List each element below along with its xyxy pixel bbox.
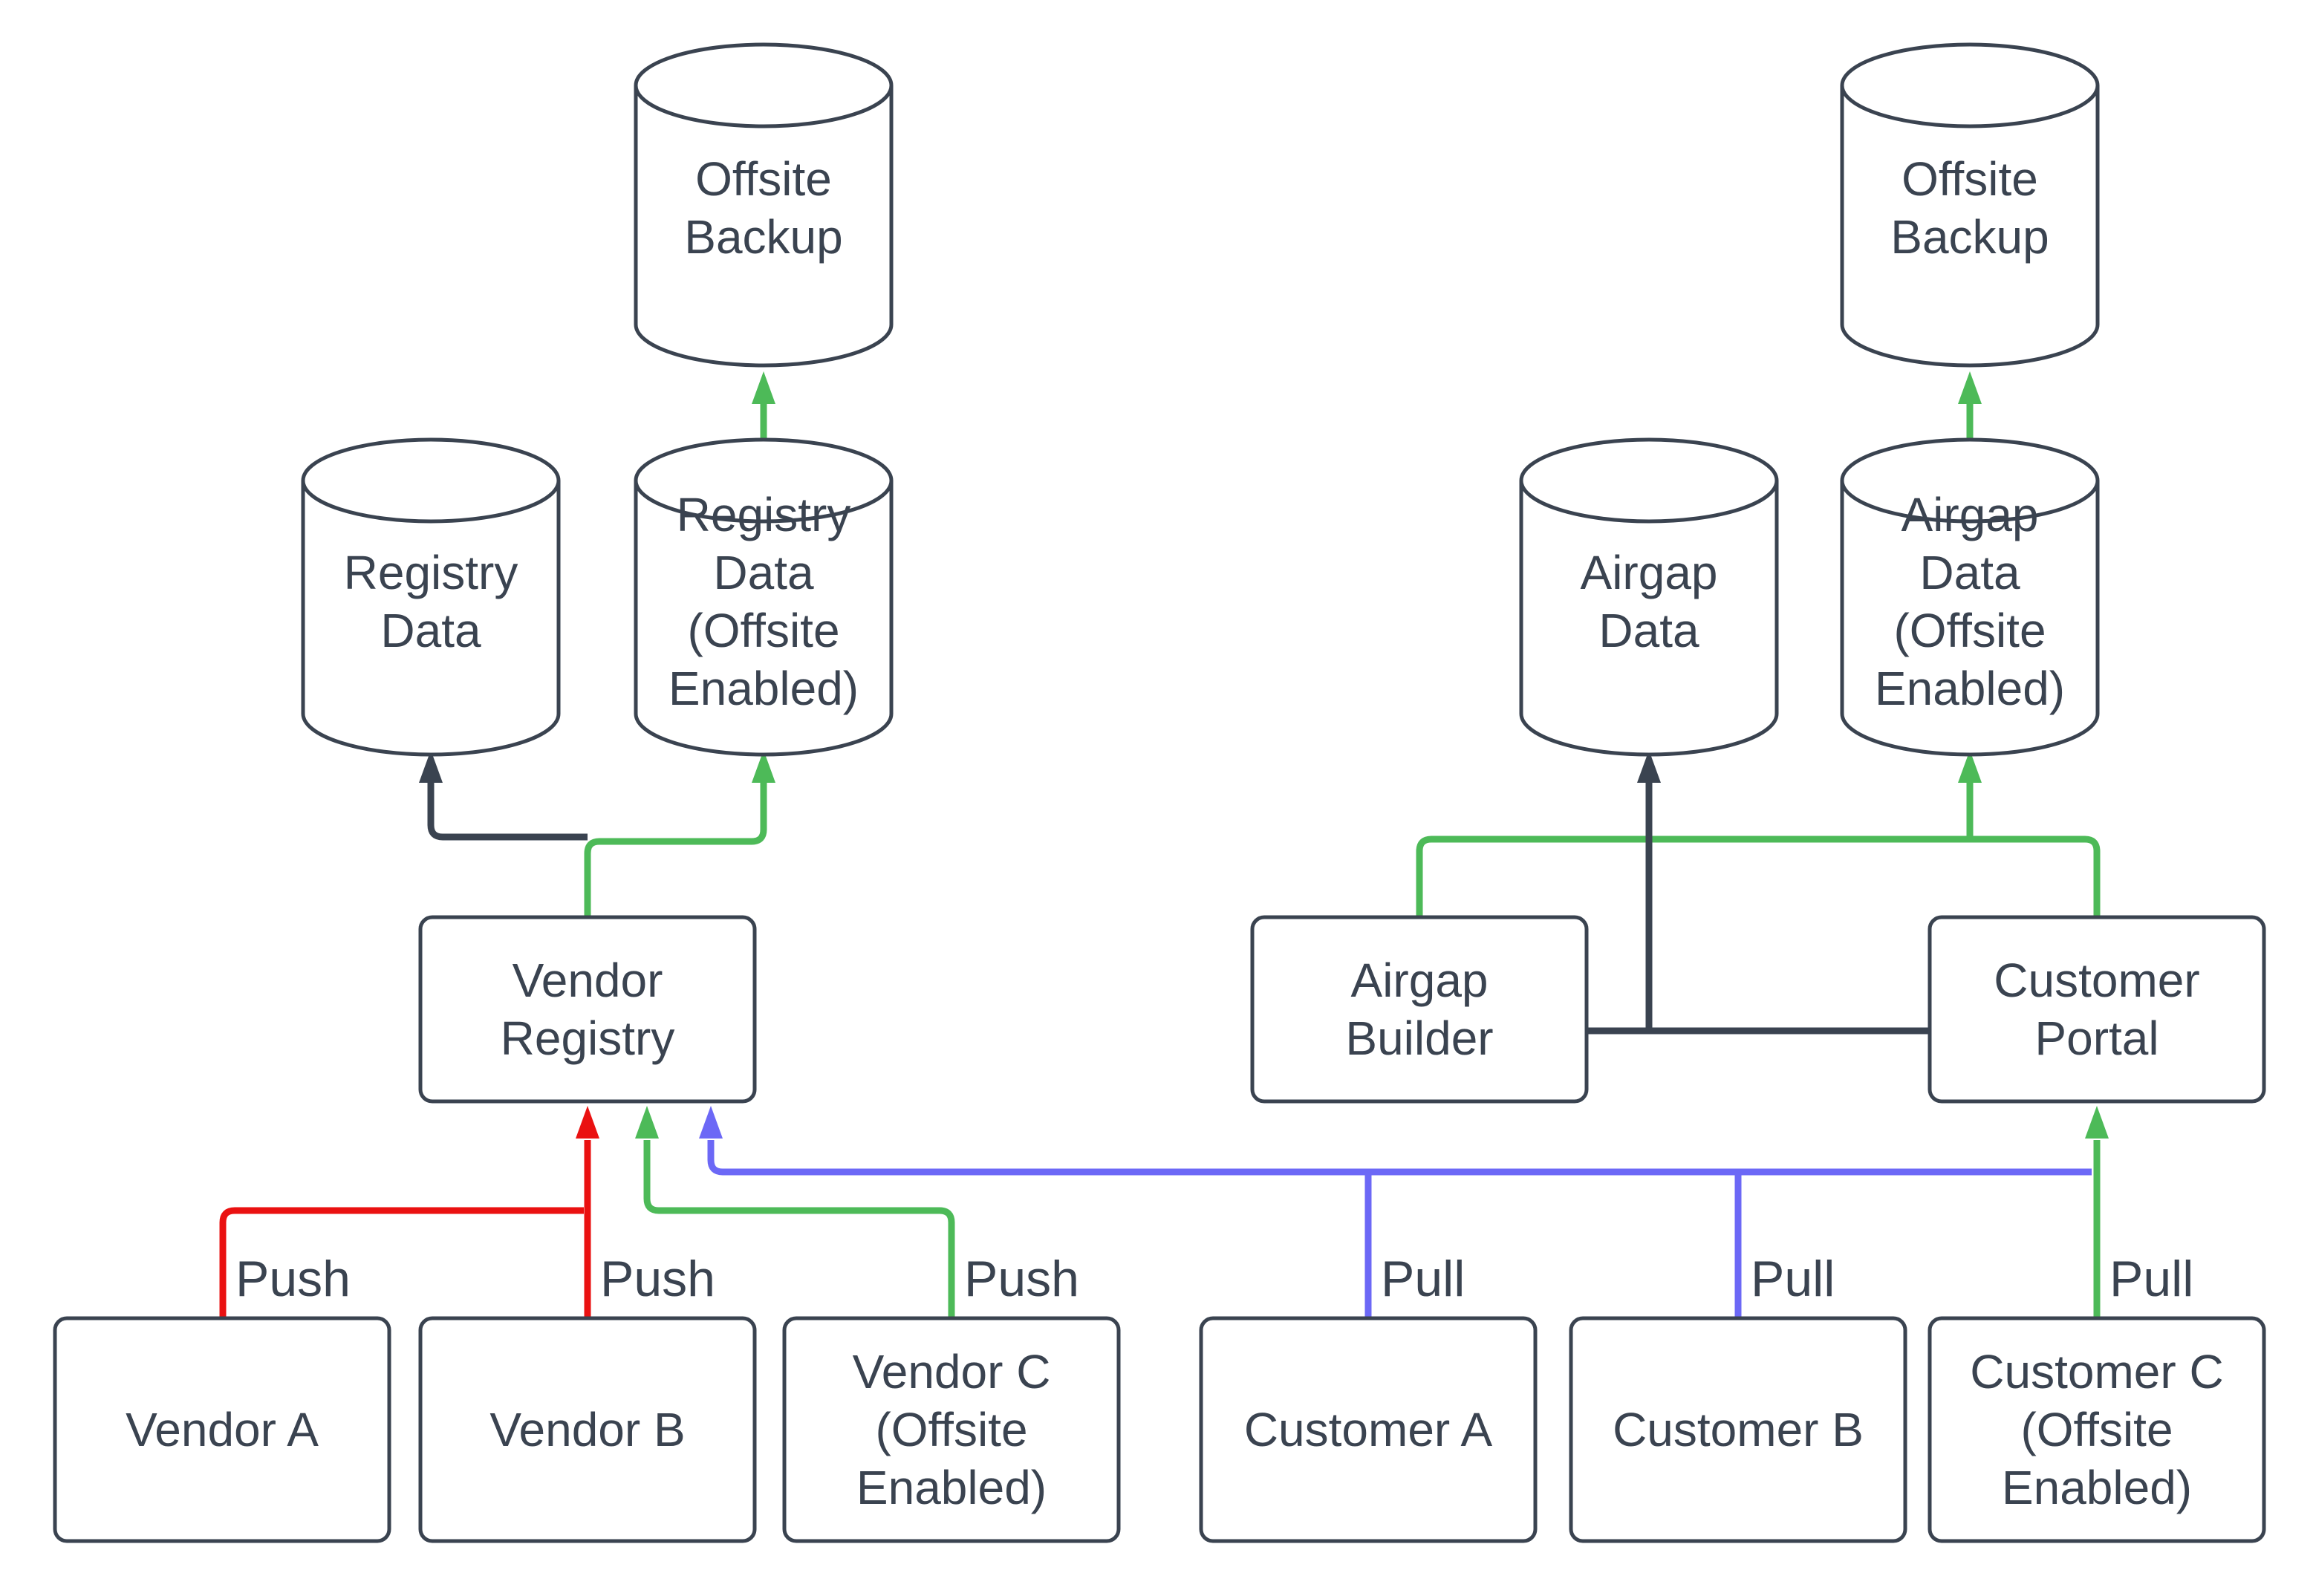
- cylinder-rim: [634, 480, 894, 524]
- cylinder-shape: [1840, 42, 2100, 368]
- node-label: Vendor A: [126, 1402, 319, 1456]
- edge-label-layer: Push Push Push Pull Pull Pull: [235, 1251, 2193, 1307]
- arrowhead-offsite-backup-right: [1958, 371, 1982, 404]
- node-registry-data-offsite: Registry Data (Offsite Enabled): [634, 437, 894, 757]
- node-label: Offsite Backup: [1890, 152, 2049, 264]
- box-shape: [1199, 1316, 1538, 1543]
- node-label: Customer Portal: [1994, 953, 2200, 1065]
- cylinder-rim: [1519, 480, 1779, 524]
- node-label: Airgap Data (Offsite Enabled): [1874, 487, 2066, 716]
- node-vendor-registry: Vendor Registry: [418, 915, 757, 1104]
- arrowhead-push-red: [576, 1106, 599, 1139]
- node-registry-data: Registry Data: [301, 437, 561, 757]
- arrowhead-pull-blue: [699, 1106, 723, 1139]
- edge-push-vendor-c: [643, 1140, 955, 1318]
- box-shape: [1928, 915, 2266, 1104]
- cylinder-shape: [634, 437, 894, 757]
- node-label: Airgap Builder: [1345, 953, 1494, 1065]
- box-shape: [418, 915, 757, 1104]
- node-label: Offsite Backup: [684, 152, 843, 264]
- arrowhead-airgap-data-offsite: [1958, 750, 1982, 783]
- edge-label-pull-customer-c: Pull: [2109, 1251, 2193, 1307]
- arrowhead-offsite-backup-left: [752, 371, 775, 404]
- box-shape: [1569, 1316, 1907, 1543]
- edge-label-push-vendor-a: Push: [235, 1251, 351, 1307]
- node-vendor-a: Vendor A: [53, 1316, 391, 1543]
- node-offsite-backup-right: Offsite Backup: [1840, 42, 2100, 368]
- edge-airgap-offsite-trunk: [1416, 836, 2101, 917]
- node-label: Airgap Data: [1580, 545, 1718, 657]
- arrowhead-push-green: [635, 1106, 659, 1139]
- arrowhead-registry-data: [419, 750, 443, 783]
- node-label: Customer A: [1243, 1402, 1493, 1456]
- box-shape: [418, 1316, 757, 1543]
- node-customer-portal: Customer Portal: [1928, 915, 2266, 1104]
- node-label: Vendor B: [489, 1402, 686, 1456]
- edge-label-push-vendor-c: Push: [964, 1251, 1079, 1307]
- cylinder-shape: [1840, 437, 2100, 757]
- cylinder-rim: [301, 480, 561, 524]
- edge-push-vendor-a: [219, 1207, 584, 1318]
- box-shape: [782, 1316, 1121, 1543]
- cylinder-rim: [1840, 480, 2100, 524]
- node-label: Customer B: [1613, 1402, 1864, 1456]
- cylinder-rim: [634, 85, 894, 128]
- arrowhead-customer-portal: [2085, 1106, 2109, 1139]
- cylinder-shape: [301, 437, 561, 757]
- edge-label-pull-customer-b: Pull: [1751, 1251, 1835, 1307]
- node-label: Customer C (Offsite Enabled): [1970, 1344, 2224, 1515]
- cylinder-shape: [1519, 437, 1779, 757]
- node-label: Registry Data: [343, 545, 518, 657]
- node-airgap-data: Airgap Data: [1519, 437, 1779, 757]
- node-offsite-backup-left: Offsite Backup: [634, 42, 894, 368]
- node-customer-b: Customer B: [1569, 1316, 1907, 1543]
- arrowhead-airgap-data: [1637, 750, 1661, 783]
- edge-label-pull-customer-a: Pull: [1381, 1251, 1465, 1307]
- cylinder-rim: [1840, 85, 2100, 128]
- box-shape: [1928, 1316, 2266, 1543]
- node-airgap-builder: Airgap Builder: [1250, 915, 1589, 1104]
- node-customer-c: Customer C (Offsite Enabled): [1928, 1316, 2266, 1543]
- edge-pull-trunk: [707, 1140, 2092, 1176]
- edge-registry-data-offsite: [584, 781, 767, 917]
- edge-label-push-vendor-b: Push: [600, 1251, 715, 1307]
- cylinder-shape: [634, 42, 894, 368]
- node-airgap-data-offsite: Airgap Data (Offsite Enabled): [1840, 437, 2100, 757]
- node-label: Vendor Registry: [500, 953, 675, 1065]
- edge-registry-data: [427, 781, 588, 841]
- arrowhead-layer: [419, 371, 2109, 1139]
- box-shape: [1250, 915, 1589, 1104]
- edge-layer: [219, 401, 2101, 1318]
- node-label: Registry Data (Offsite Enabled): [668, 487, 859, 716]
- box-shape: [53, 1316, 391, 1543]
- node-vendor-c: Vendor C (Offsite Enabled): [782, 1316, 1121, 1543]
- arrowhead-registry-data-offsite: [752, 750, 775, 783]
- node-label: Vendor C (Offsite Enabled): [852, 1344, 1051, 1515]
- node-vendor-b: Vendor B: [418, 1316, 757, 1543]
- node-customer-a: Customer A: [1199, 1316, 1538, 1543]
